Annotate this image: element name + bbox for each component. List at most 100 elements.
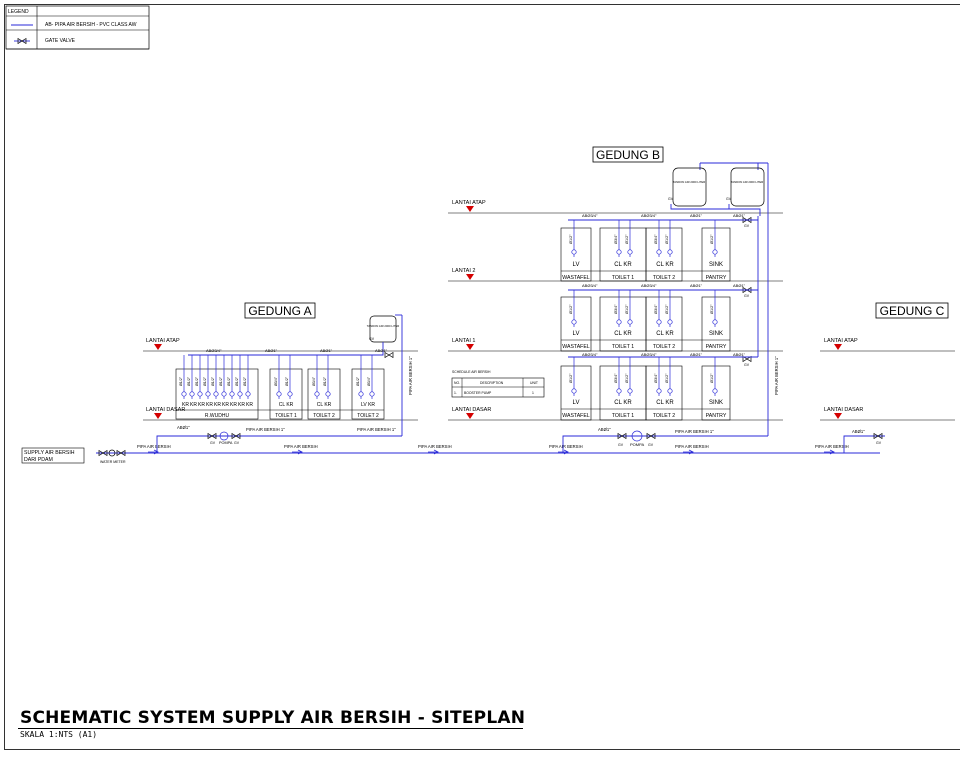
svg-text:Ø1/2": Ø1/2" bbox=[569, 373, 573, 383]
svg-text:ABØ1": ABØ1" bbox=[690, 283, 703, 288]
building-a-label: GEDUNG A bbox=[248, 304, 311, 318]
svg-text:Ø1/2": Ø1/2" bbox=[195, 376, 199, 386]
svg-text:Ø1/2": Ø1/2" bbox=[219, 376, 223, 386]
svg-text:GV: GV bbox=[369, 337, 375, 341]
svg-text:ABØ3/4": ABØ3/4" bbox=[206, 348, 222, 353]
svg-text:Ø1/2": Ø1/2" bbox=[323, 376, 327, 386]
svg-text:LV: LV bbox=[573, 262, 580, 268]
svg-text:PANTRY: PANTRY bbox=[706, 275, 727, 281]
svg-text:ABØ3/4": ABØ3/4" bbox=[641, 213, 657, 218]
svg-text:UNIT: UNIT bbox=[530, 381, 538, 385]
gate-valve-icon bbox=[385, 353, 393, 358]
title-underline bbox=[18, 728, 523, 729]
svg-text:KR: KR bbox=[214, 402, 221, 408]
water-tank-icon: TANDON AIR 2000 LITER bbox=[673, 168, 706, 206]
svg-text:CL KR: CL KR bbox=[614, 331, 632, 337]
svg-text:CL KR: CL KR bbox=[656, 262, 674, 268]
svg-text:GV: GV bbox=[726, 197, 732, 201]
svg-text:Ø1/2": Ø1/2" bbox=[285, 376, 289, 386]
svg-text:TOILET 1: TOILET 1 bbox=[612, 275, 634, 281]
svg-text:ABØ3/4": ABØ3/4" bbox=[582, 352, 598, 357]
svg-text:CL KR: CL KR bbox=[656, 400, 674, 406]
legend: LEGEND AB- PIPA AIR BERSIH - PVC CLASS A… bbox=[6, 6, 149, 49]
svg-text:LV: LV bbox=[573, 331, 580, 337]
svg-text:Ø1/2": Ø1/2" bbox=[356, 376, 360, 386]
svg-text:ABØ3/4": ABØ3/4" bbox=[582, 283, 598, 288]
svg-text:CL KR: CL KR bbox=[656, 331, 674, 337]
building-a: ABØ1" POMPA GV GV PIPA AIR BERSIH 1" PIP… bbox=[157, 315, 413, 453]
svg-text:CL KR: CL KR bbox=[614, 262, 632, 268]
svg-text:TOILET 2: TOILET 2 bbox=[653, 344, 675, 350]
svg-text:Ø1/2": Ø1/2" bbox=[243, 376, 247, 386]
svg-text:NO.: NO. bbox=[454, 381, 460, 385]
svg-text:TOILET 2: TOILET 2 bbox=[357, 413, 379, 419]
level-marker-icon bbox=[466, 274, 474, 280]
svg-text:Ø1/2": Ø1/2" bbox=[569, 234, 573, 244]
svg-text:TANDON AIR 2000 LITER: TANDON AIR 2000 LITER bbox=[673, 180, 706, 184]
level-marker-icon bbox=[834, 344, 842, 350]
svg-text:GV: GV bbox=[744, 224, 750, 228]
schedule-table: SCHEDULE AIR BERSIH NO. DESCRIPTION UNIT… bbox=[452, 370, 544, 397]
svg-text:LV: LV bbox=[573, 400, 580, 406]
floor-c-atap: LANTAI ATAP bbox=[824, 338, 858, 344]
svg-text:KR: KR bbox=[206, 402, 213, 408]
floor-b-lt2: LANTAI 2 bbox=[452, 268, 475, 274]
svg-text:SINK: SINK bbox=[709, 331, 723, 337]
svg-text:GV: GV bbox=[648, 443, 654, 447]
svg-text:ABØ1": ABØ1" bbox=[852, 429, 865, 434]
svg-text:GV: GV bbox=[744, 363, 750, 367]
svg-text:KR: KR bbox=[198, 402, 205, 408]
svg-text:BOOSTER PUMP: BOOSTER PUMP bbox=[464, 391, 492, 395]
floor-c-dasar: LANTAI DASAR bbox=[824, 407, 863, 413]
svg-text:PANTRY: PANTRY bbox=[706, 344, 727, 350]
legend-title: LEGEND bbox=[8, 9, 29, 15]
svg-text:PIPA AIR BERSIH: PIPA AIR BERSIH bbox=[284, 444, 318, 449]
sheet-border bbox=[5, 5, 960, 750]
building-c: ABØ1" GV bbox=[844, 429, 885, 453]
svg-text:Ø3/4": Ø3/4" bbox=[274, 376, 278, 386]
svg-text:Ø3/4": Ø3/4" bbox=[614, 373, 618, 383]
svg-text:Ø3/4": Ø3/4" bbox=[614, 304, 618, 314]
svg-text:ABØ3/4": ABØ3/4" bbox=[641, 352, 657, 357]
svg-text:TOILET 2: TOILET 2 bbox=[313, 413, 335, 419]
svg-text:PIPA AIR BERSIH: PIPA AIR BERSIH bbox=[418, 444, 452, 449]
svg-text:PANTRY: PANTRY bbox=[706, 413, 727, 419]
svg-text:ABØ1": ABØ1" bbox=[265, 348, 278, 353]
svg-text:PIPA AIR BERSIH 1": PIPA AIR BERSIH 1" bbox=[408, 356, 413, 395]
water-tank-icon: TANDON AIR 2000 LITER bbox=[731, 168, 764, 206]
pdam-supply: SUPPLY AIR BERSIH DARI PDAM WATER METER bbox=[22, 448, 880, 464]
svg-text:PIPA AIR BERSIH: PIPA AIR BERSIH bbox=[675, 444, 709, 449]
svg-text:PIPA AIR BERSIH 1": PIPA AIR BERSIH 1" bbox=[774, 356, 779, 395]
svg-text:Ø1/2": Ø1/2" bbox=[710, 234, 714, 244]
svg-text:Ø1/2": Ø1/2" bbox=[203, 376, 207, 386]
floor-b-lt1: LANTAI 1 bbox=[452, 338, 475, 344]
svg-text:ABØ1": ABØ1" bbox=[320, 348, 333, 353]
svg-text:DARI PDAM: DARI PDAM bbox=[24, 457, 53, 463]
svg-text:Ø3/4": Ø3/4" bbox=[654, 234, 658, 244]
svg-text:Ø3/4": Ø3/4" bbox=[367, 376, 371, 386]
svg-text:GV: GV bbox=[876, 441, 882, 445]
svg-text:SCHEDULE AIR BERSIH: SCHEDULE AIR BERSIH bbox=[452, 370, 491, 374]
svg-text:ABØ1": ABØ1" bbox=[733, 352, 746, 357]
svg-text:PIPA AIR BERSIH: PIPA AIR BERSIH bbox=[549, 444, 583, 449]
svg-text:GV: GV bbox=[744, 294, 750, 298]
svg-text:Ø1/2": Ø1/2" bbox=[569, 304, 573, 314]
svg-text:ABØ1": ABØ1" bbox=[375, 348, 388, 353]
svg-text:Ø1/2": Ø1/2" bbox=[235, 376, 239, 386]
svg-text:SUPPLY AIR BERSIH: SUPPLY AIR BERSIH bbox=[24, 450, 75, 456]
svg-text:Ø1/2": Ø1/2" bbox=[211, 376, 215, 386]
svg-text:KR: KR bbox=[222, 402, 229, 408]
building-b-label: GEDUNG B bbox=[596, 148, 660, 162]
svg-text:Ø1/2": Ø1/2" bbox=[187, 376, 191, 386]
svg-text:ABØ1": ABØ1" bbox=[690, 213, 703, 218]
svg-text:Ø1/2": Ø1/2" bbox=[625, 373, 629, 383]
drawing-scale: SKALA 1:NTS (A1) bbox=[20, 730, 97, 739]
svg-text:KR: KR bbox=[190, 402, 197, 408]
floor-b-atap: LANTAI ATAP bbox=[452, 200, 486, 206]
svg-text:CL KR: CL KR bbox=[317, 402, 332, 408]
svg-text:KR: KR bbox=[246, 402, 253, 408]
fixture-icons-a bbox=[182, 392, 374, 399]
svg-text:ABØ3/4": ABØ3/4" bbox=[582, 213, 598, 218]
legend-pipe-label: AB- PIPA AIR BERSIH - PVC CLASS AW bbox=[45, 22, 137, 28]
svg-text:TOILET 1: TOILET 1 bbox=[612, 413, 634, 419]
